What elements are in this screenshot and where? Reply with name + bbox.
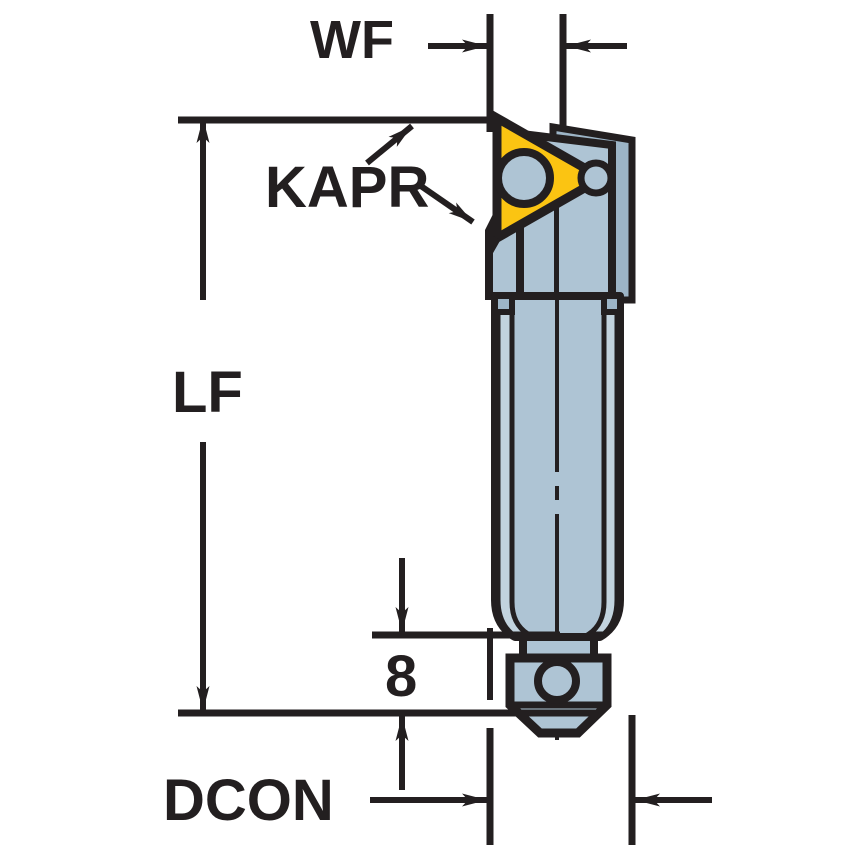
- cutting-insert: [492, 110, 615, 246]
- dimension-kapr: KAPR: [178, 116, 497, 225]
- shank-shoulder-left: [492, 293, 515, 315]
- wf-label: WF: [310, 10, 394, 70]
- kapr-leader-upper: [365, 123, 414, 166]
- tool-body-group: [485, 110, 636, 740]
- lf-label: LF: [172, 360, 243, 425]
- shank-right-section-face: [580, 297, 620, 637]
- shank-shoulder-right: [601, 293, 623, 315]
- kapr-leader-lower: [416, 181, 475, 225]
- coolant-hole: [534, 658, 580, 704]
- kapr-label: KAPR: [265, 155, 429, 220]
- insert-clamp-hole: [494, 148, 554, 208]
- eight-label: 8: [385, 644, 417, 709]
- insert-tip-detail: [577, 159, 615, 197]
- dcon-label: DCON: [163, 768, 334, 833]
- dimension-wf: WF: [310, 10, 627, 132]
- dimension-lf: LF: [172, 118, 243, 711]
- dimension-dcon: DCON: [163, 715, 712, 845]
- dimension-eight: 8: [178, 558, 600, 790]
- insert-clearance-notch: [485, 236, 501, 268]
- end-cap-assembly: [505, 633, 612, 738]
